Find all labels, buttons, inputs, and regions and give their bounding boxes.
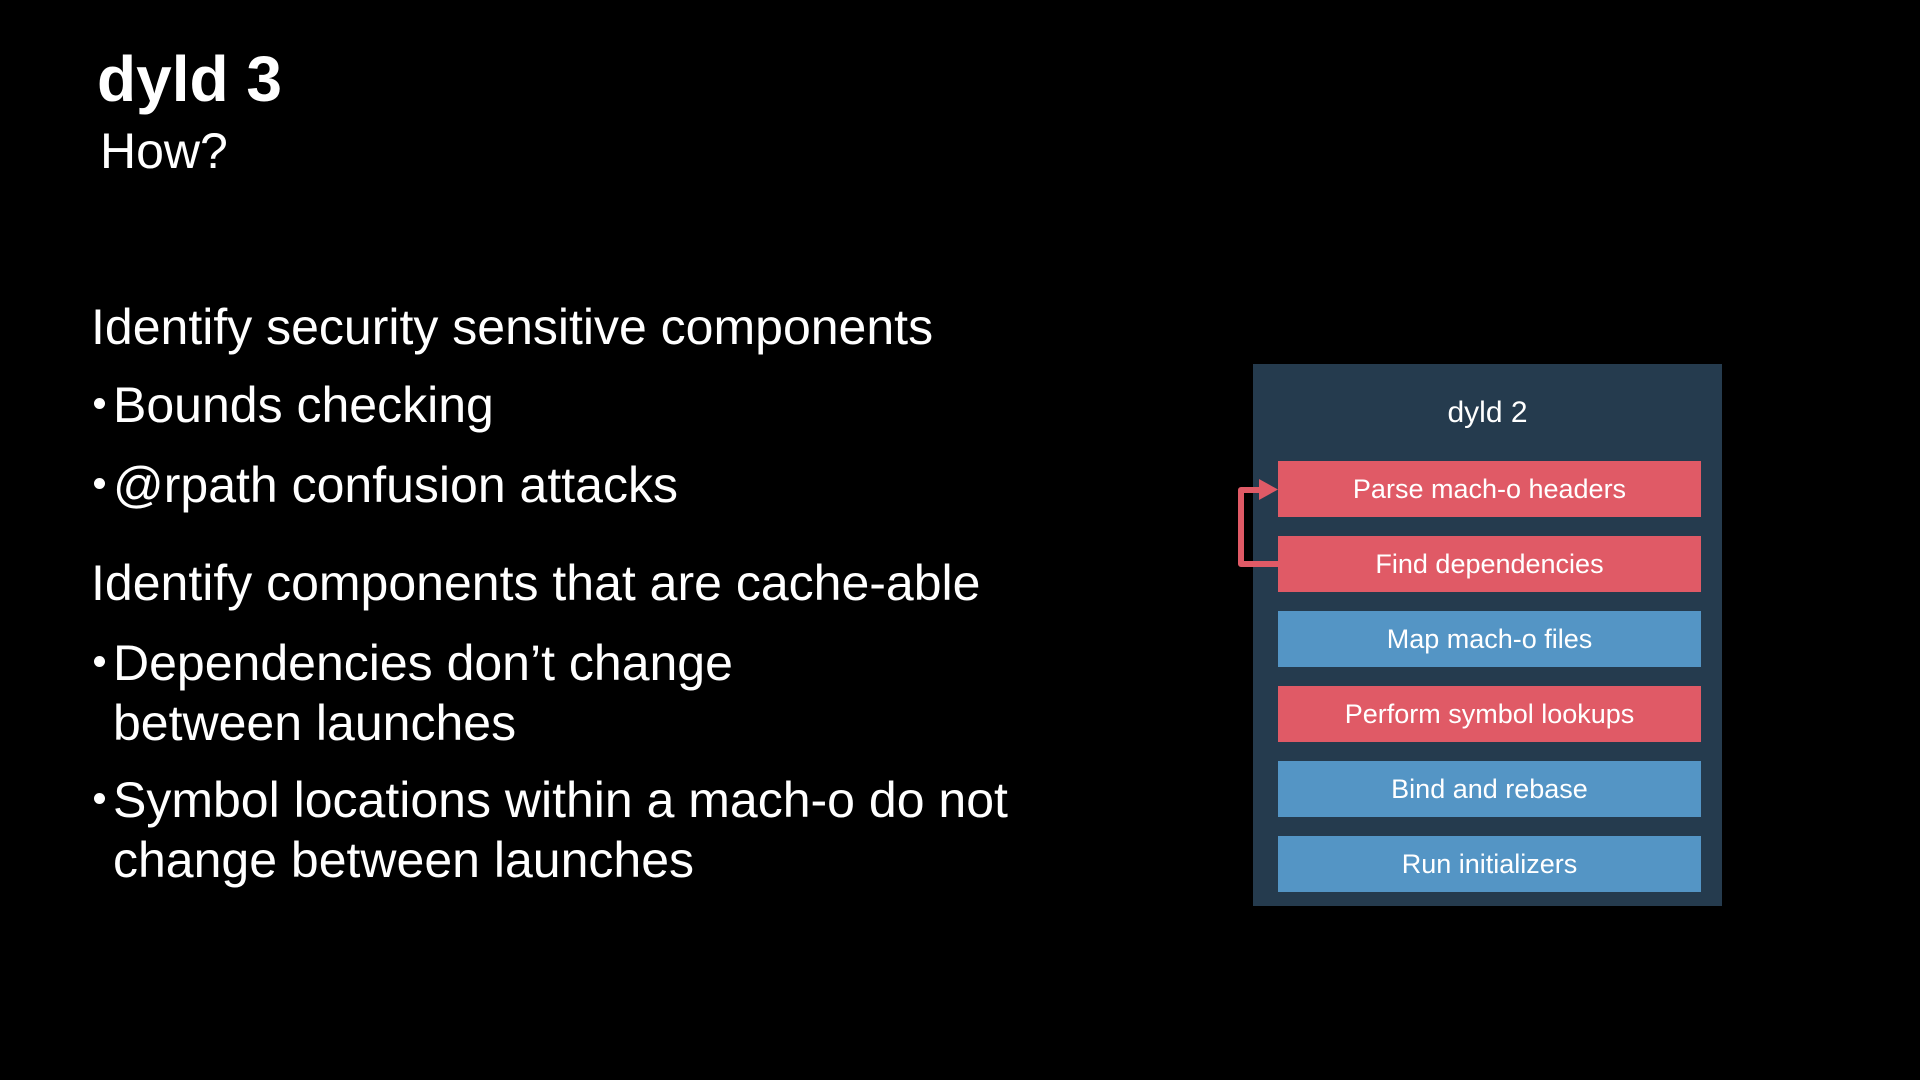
bullet-text: Dependencies don’t change between launch… bbox=[113, 635, 733, 751]
bullet-item: Symbol locations within a mach-o do not … bbox=[91, 770, 1008, 890]
bullet-dot bbox=[94, 656, 105, 667]
step-run-initializers: Run initializers bbox=[1278, 836, 1701, 892]
bullet-dot bbox=[94, 398, 105, 409]
step-bind-and-rebase: Bind and rebase bbox=[1278, 761, 1701, 817]
slide-title: dyld 3 bbox=[97, 43, 282, 115]
step-map-mach-o-files: Map mach-o files bbox=[1278, 611, 1701, 667]
bullet-item: Bounds checking bbox=[91, 375, 494, 435]
loop-arrow-line bbox=[1238, 487, 1278, 567]
section-heading-security: Identify security sensitive components bbox=[91, 299, 934, 355]
step-perform-symbol-lookups: Perform symbol lookups bbox=[1278, 686, 1701, 742]
diagram-steps: Parse mach-o headers Find dependencies M… bbox=[1278, 461, 1701, 911]
loop-back-arrow-icon bbox=[1238, 479, 1278, 567]
bullet-text: Symbol locations within a mach-o do not … bbox=[113, 772, 1008, 888]
bullet-text: Bounds checking bbox=[113, 377, 494, 433]
diagram-title: dyld 2 bbox=[1447, 396, 1528, 429]
dyld2-diagram-panel: dyld 2 Parse mach-o headers Find depende… bbox=[1253, 364, 1722, 906]
loop-arrow-head bbox=[1259, 479, 1278, 500]
slide-subtitle: How? bbox=[100, 123, 228, 179]
bullet-dot bbox=[94, 793, 105, 804]
bullet-item: @rpath confusion attacks bbox=[91, 455, 678, 515]
section-heading-cacheable: Identify components that are cache-able bbox=[91, 555, 981, 611]
bullet-item: Dependencies don’t change between launch… bbox=[91, 633, 733, 753]
bullet-dot bbox=[94, 478, 105, 489]
step-find-dependencies: Find dependencies bbox=[1278, 536, 1701, 592]
step-parse-mach-o-headers: Parse mach-o headers bbox=[1278, 461, 1701, 517]
bullet-text: @rpath confusion attacks bbox=[113, 457, 678, 513]
